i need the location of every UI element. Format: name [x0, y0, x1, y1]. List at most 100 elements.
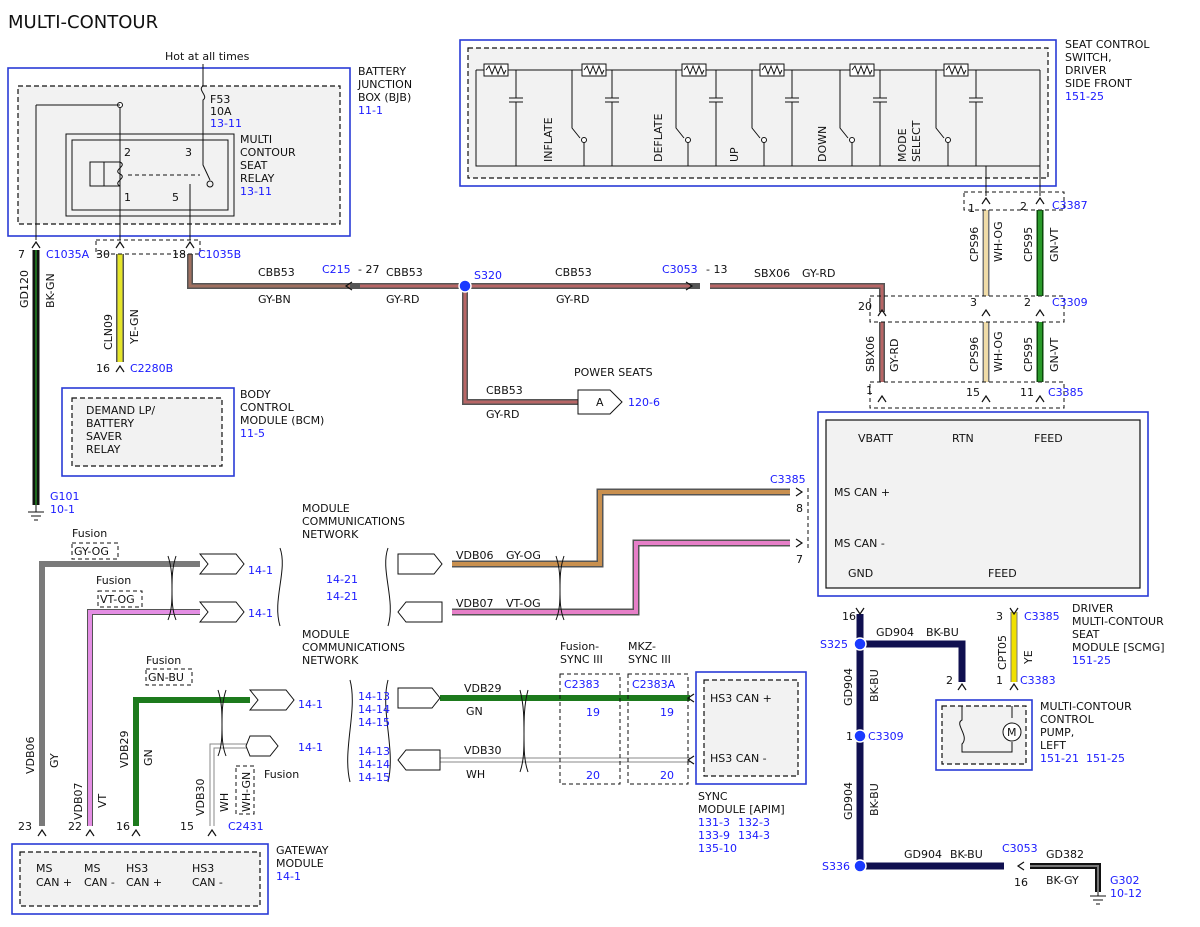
switch-contact-glyph — [675, 70, 689, 166]
lbl-c1035b-pin: 18 — [172, 248, 186, 261]
lbl-gy-og: GY-OG — [506, 549, 541, 562]
lbl-wh-og-a: WH-OG — [992, 221, 1005, 262]
relay-ref: 13-11 — [240, 185, 272, 198]
fusion-c2: VT-OG — [100, 593, 135, 606]
scmg-ref: 151-25 — [1072, 654, 1111, 667]
scmg-rtn: RTN — [952, 432, 974, 445]
lbl-gy-bn: GY-BN — [258, 293, 291, 306]
lbl-gy-v: GY — [48, 753, 61, 768]
net-ref-13a: 14-13 — [358, 690, 390, 703]
lbl-cbb53-b: CBB53 — [386, 266, 423, 279]
capacitor-glyph — [969, 70, 983, 166]
switch-down: DOWN — [816, 126, 829, 162]
resistor-zigzag — [683, 64, 705, 76]
lbl-pin23: 23 — [18, 820, 32, 833]
net-ref-13b: 14-13 — [358, 745, 390, 758]
scmg-name-1: DRIVER — [1072, 602, 1114, 615]
net1-line3: NETWORK — [302, 528, 359, 541]
switch-contact-glyph — [839, 70, 853, 166]
net2-line3: NETWORK — [302, 654, 359, 667]
lbl-pin30: 30 — [96, 248, 110, 261]
capacitor-glyph — [709, 70, 723, 166]
lbl-gy-rd-d: GY-RD — [802, 267, 835, 280]
lbl-cps95-a: CPS95 — [1022, 227, 1035, 262]
lbl-vdb06: VDB06 — [456, 549, 494, 562]
gw-label-4b: CAN - — [192, 876, 223, 889]
lbl-vdb29-v: VDB29 — [118, 730, 131, 768]
splice-s320 — [458, 279, 472, 293]
ground-symbols — [28, 505, 1106, 905]
switch-name-4: SIDE FRONT — [1065, 77, 1132, 90]
lbl-vdb30: VDB30 — [464, 744, 502, 757]
resistor-zigzag — [485, 64, 507, 76]
seat-control-switch: SEAT CONTROL SWITCH, DRIVER SIDE FRONT 1… — [459, 38, 1150, 196]
lbl-s320: S320 — [474, 269, 502, 282]
net-ref-b: 14-21 — [326, 590, 358, 603]
lbl-cpt05: CPT05 — [996, 635, 1009, 670]
gw-label-1b: CAN + — [36, 876, 72, 889]
sync-module: HS3 CAN + HS3 CAN - SYNC MODULE [APIM] 1… — [560, 640, 807, 855]
relay-pin-2: 2 — [124, 146, 131, 159]
lbl-bk-bu-b: BK-BU — [868, 669, 881, 702]
relay-label-1: MULTI — [240, 133, 272, 146]
capacitor-glyph — [785, 70, 799, 166]
lbl-cps96-a: CPS96 — [968, 227, 981, 262]
gw-label-3b: CAN + — [126, 876, 162, 889]
lbl-cps95-b: CPS95 — [1022, 337, 1035, 372]
labels: 7 C1035A 30 18 C1035B GD120 BK-GN CLN09 … — [18, 199, 1142, 900]
relay-label-3: SEAT — [240, 159, 268, 172]
pump-name-4: LEFT — [1040, 739, 1066, 752]
resistor-zigzag — [583, 64, 605, 76]
splice-s325 — [853, 637, 867, 651]
lbl-pin20a: 20 — [586, 769, 600, 782]
bjb-name-2: JUNCTION — [357, 78, 412, 91]
scmg-name-4: MODULE [SCMG] — [1072, 641, 1165, 654]
lbl-pin19a: 19 — [586, 706, 600, 719]
gw-ref: 14-1 — [276, 870, 301, 883]
sync-ref-4: 134-3 — [738, 829, 770, 842]
fusion-c3: GN-BU — [148, 671, 184, 684]
sync-hs3-plus: HS3 CAN + — [710, 692, 772, 705]
mkz-sync-1: MKZ- — [628, 640, 656, 653]
twist-markers — [167, 547, 565, 783]
switch-contact-glyph — [751, 70, 765, 166]
scmg-feed2: FEED — [988, 567, 1017, 580]
sync-name-2: MODULE [APIM] — [698, 803, 785, 816]
splice-c3309 — [853, 729, 867, 743]
net1-line2: COMMUNICATIONS — [302, 515, 405, 528]
sync-hs3-minus: HS3 CAN - — [710, 752, 767, 765]
network-connectors — [198, 553, 443, 771]
lbl-c3385-pin15: 15 — [966, 386, 980, 399]
relay-pin-3: 3 — [185, 146, 192, 159]
switch-deflate: DEFLATE — [652, 113, 665, 162]
gw-label-2a: MS — [84, 862, 100, 875]
bcm-inner-2: BATTERY — [86, 417, 134, 430]
lbl-pin16-scmg: 16 — [842, 610, 856, 623]
lbl-gy-rd-f: GY-RD — [888, 339, 901, 372]
lbl-pin2-pump: 2 — [946, 674, 953, 687]
relay-label-4: RELAY — [240, 172, 275, 185]
lbl-gn-vt-a: GN-VT — [1048, 227, 1061, 262]
scmg-vbatt: VBATT — [858, 432, 893, 445]
pump-name-2: CONTROL — [1040, 713, 1095, 726]
lbl-gn-v: GN — [142, 749, 155, 766]
resistor-zigzag — [851, 64, 873, 76]
pump-ref-1: 151-21 — [1040, 752, 1079, 765]
lbl-c2431: C2431 — [228, 820, 264, 833]
net-ref-14a: 14-14 — [358, 703, 390, 716]
switch-output-leads — [985, 70, 1041, 196]
lbl-c3309-b-pin: 1 — [846, 730, 853, 743]
lbl-cps96-b: CPS96 — [968, 337, 981, 372]
lbl-c3387: C3387 — [1052, 199, 1088, 212]
scmg-name-3: SEAT — [1072, 628, 1100, 641]
lbl-c3385-b: C3385 — [1024, 610, 1060, 623]
page-title: MULTI-CONTOUR — [8, 12, 158, 33]
lbl-sbx06-a: SBX06 — [754, 267, 790, 280]
lbl-cbb53-c: CBB53 — [555, 266, 592, 279]
scmg-feed: FEED — [1034, 432, 1063, 445]
lbl-bk-gy: BK-GY — [1046, 874, 1079, 887]
net-ref-a: 14-21 — [326, 573, 358, 586]
fusion-3: Fusion — [146, 654, 181, 667]
lbl-gd904-b: GD904 — [842, 668, 855, 706]
